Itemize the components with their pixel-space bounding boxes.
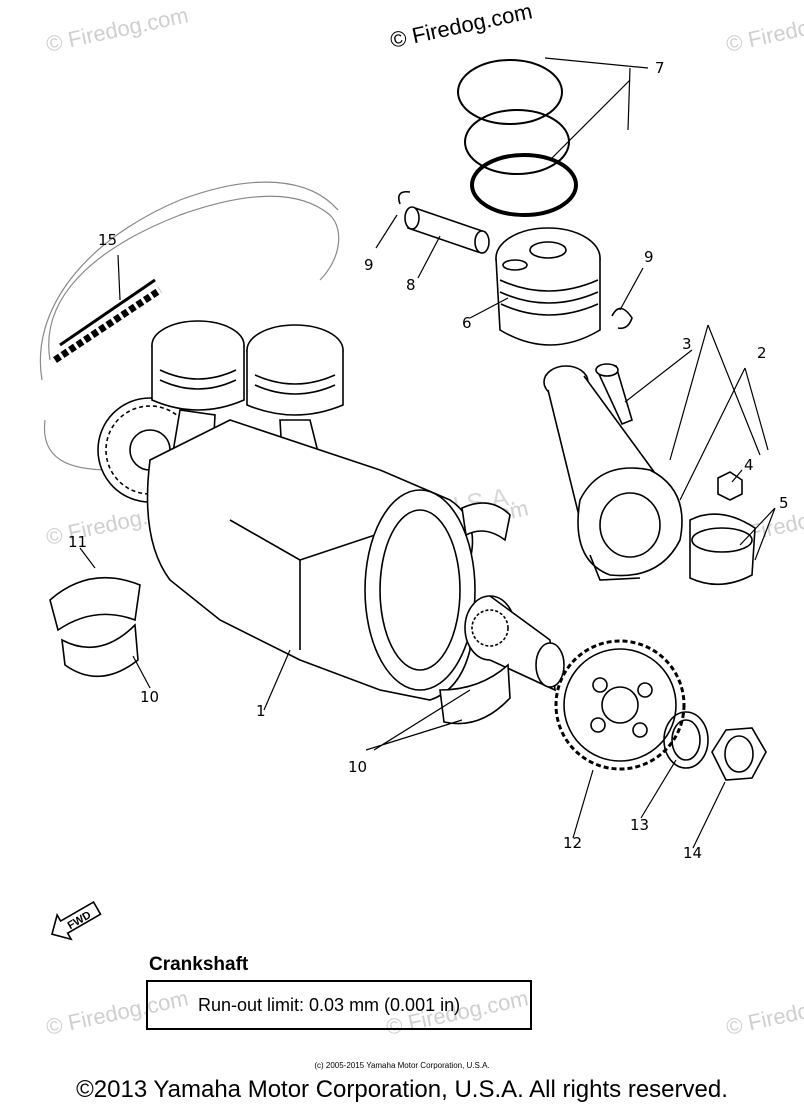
connecting-rod bbox=[543, 365, 683, 581]
label-13: 13 bbox=[630, 816, 649, 834]
label-3: 3 bbox=[682, 335, 692, 353]
label-7: 7 bbox=[655, 59, 665, 77]
label-6: 6 bbox=[462, 314, 472, 332]
main-bearing-center bbox=[439, 502, 511, 725]
footer-copyright: ©2013 Yamaha Motor Corporation, U.S.A. A… bbox=[76, 1076, 728, 1103]
small-copyright: (c) 2005-2015 Yamaha Motor Corporation, … bbox=[314, 1061, 490, 1070]
label-1: 1 bbox=[256, 702, 266, 720]
main-bearing-left bbox=[49, 576, 141, 678]
spec-title: Crankshaft bbox=[149, 954, 249, 975]
gear-washer bbox=[663, 711, 709, 769]
label-9-right: 9 bbox=[644, 248, 654, 266]
label-8: 8 bbox=[406, 276, 416, 294]
fwd-arrow-icon: FWD bbox=[51, 900, 102, 941]
label-15: 15 bbox=[98, 231, 117, 249]
rod-nut bbox=[717, 471, 743, 501]
leader-lines bbox=[79, 57, 776, 849]
rod-bolt bbox=[595, 363, 633, 426]
label-10-center: 10 bbox=[348, 758, 367, 776]
rod-bearing bbox=[689, 513, 756, 586]
label-10-left: 10 bbox=[140, 688, 159, 706]
crank-gear bbox=[554, 639, 686, 771]
crank-nut bbox=[711, 727, 767, 781]
label-5: 5 bbox=[779, 494, 789, 512]
piston bbox=[495, 227, 601, 346]
label-4: 4 bbox=[744, 456, 754, 474]
part-labels: 1 2 3 4 5 6 7 8 9 9 10 10 10 11 12 13 14… bbox=[68, 59, 789, 862]
watermark-bottom-right: © Firedog.com bbox=[724, 985, 804, 1040]
runout-spec: Run-out limit: 0.03 mm (0.001 in) bbox=[198, 995, 461, 1015]
watermark-main: © Firedog.com bbox=[388, 0, 535, 53]
watermark-top-right: © Firedog.com bbox=[724, 2, 804, 57]
piston-pin bbox=[397, 190, 633, 330]
crankshaft-assembly bbox=[97, 320, 565, 701]
label-9-left: 9 bbox=[364, 256, 374, 274]
cam-chain bbox=[39, 181, 340, 471]
spec-box: Run-out limit: 0.03 mm (0.001 in) bbox=[146, 980, 532, 1030]
fwd-badge-label: FWD bbox=[66, 909, 94, 932]
label-12: 12 bbox=[563, 834, 582, 852]
watermark-top-left: © Firedog.com bbox=[44, 2, 191, 57]
label-11: 11 bbox=[68, 533, 87, 551]
piston-rings bbox=[457, 59, 578, 217]
label-14: 14 bbox=[683, 844, 702, 862]
label-2: 2 bbox=[757, 344, 767, 362]
